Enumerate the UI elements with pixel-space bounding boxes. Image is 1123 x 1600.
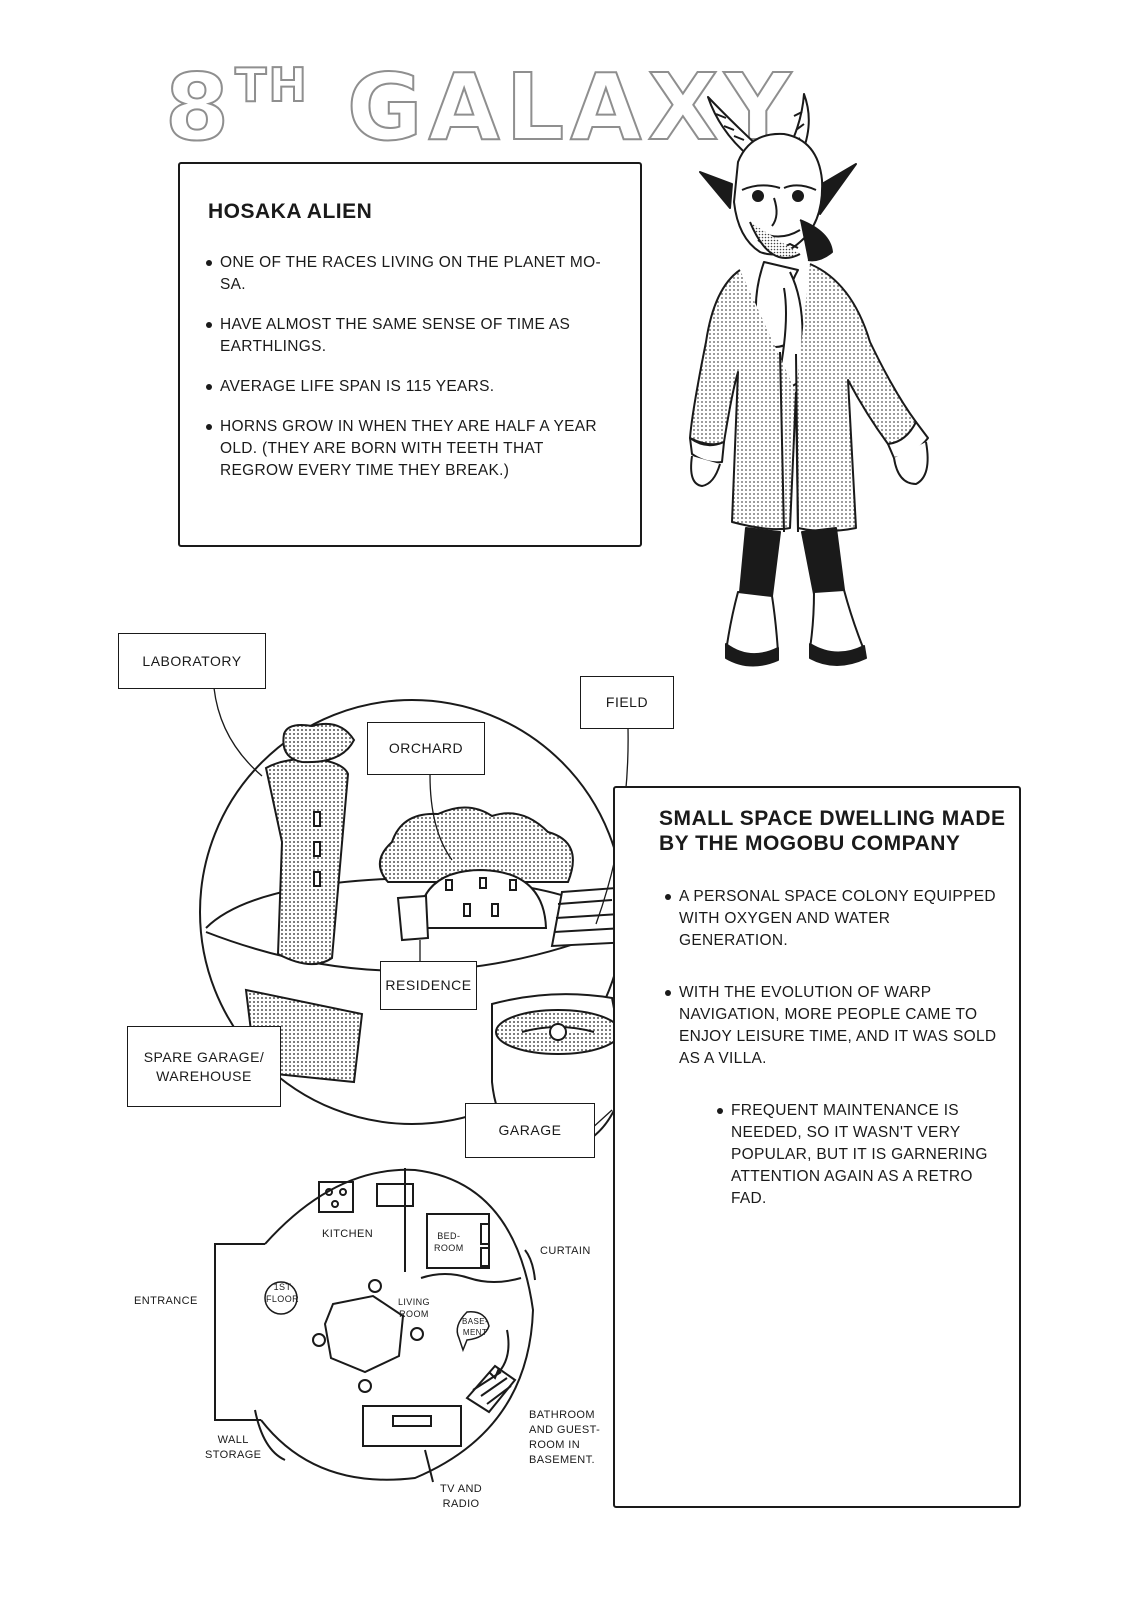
field-label: FIELD: [580, 676, 674, 729]
floor-plan-diagram: [214, 1168, 536, 1483]
garage-label: GARAGE: [465, 1103, 595, 1158]
list-item: HAVE ALMOST THE SAME SENSE OF TIME AS EA…: [206, 314, 618, 358]
list-item: FREQUENT MAINTENANCE IS NEEDED, SO IT WA…: [717, 1100, 999, 1210]
curtain-label: CURTAIN: [540, 1245, 591, 1257]
bedroom-label: BED- ROOM: [434, 1231, 464, 1253]
wall-storage-label: WALL STORAGE: [205, 1434, 262, 1461]
dwelling-bullet-list: A PERSONAL SPACE COLONY EQUIPPED WITH OX…: [665, 886, 999, 1210]
entrance-label: ENTRANCE: [134, 1295, 198, 1307]
title-number: 8: [164, 54, 236, 161]
orchard-label: ORCHARD: [367, 722, 485, 775]
list-item: WITH THE EVOLUTION OF WARP NAVIGATION, M…: [665, 982, 999, 1070]
spare-garage-label: SPARE GARAGE/ WAREHOUSE: [127, 1026, 281, 1107]
first-floor-label: 1ST FLOOR: [266, 1282, 300, 1304]
list-item: ONE OF THE RACES LIVING ON THE PLANET MO…: [206, 252, 618, 296]
space-dwelling-illustration: [199, 699, 634, 1154]
basement-label: BASE- MENT: [462, 1317, 489, 1337]
alien-bullet-list: ONE OF THE RACES LIVING ON THE PLANET MO…: [206, 252, 618, 482]
list-item: A PERSONAL SPACE COLONY EQUIPPED WITH OX…: [665, 886, 999, 952]
tv-radio-label: TV AND RADIO: [440, 1483, 483, 1510]
dwelling-heading: SMALL SPACE DWELLING MADE BY THE MOGOBU …: [659, 807, 1006, 855]
bathroom-label: BATHROOM AND GUEST- ROOM IN BASEMENT.: [529, 1409, 601, 1466]
alien-info-box: HOSAKA ALIEN ONE OF THE RACES LIVING ON …: [178, 162, 642, 547]
list-item: AVERAGE LIFE SPAN IS 115 YEARS.: [206, 376, 618, 398]
alien-heading: HOSAKA ALIEN: [208, 200, 373, 223]
living-room-label: LIVING ROOM: [398, 1297, 430, 1319]
hosaka-alien-illustration: [689, 93, 929, 667]
dwelling-info-box: SMALL SPACE DWELLING MADE BY THE MOGOBU …: [613, 786, 1021, 1508]
list-item: HORNS GROW IN WHEN THEY ARE HALF A YEAR …: [206, 416, 618, 482]
laboratory-label: LABORATORY: [118, 633, 266, 689]
kitchen-label: KITCHEN: [322, 1228, 374, 1240]
residence-label: RESIDENCE: [380, 961, 477, 1010]
title-ordinal: TH: [234, 58, 309, 112]
